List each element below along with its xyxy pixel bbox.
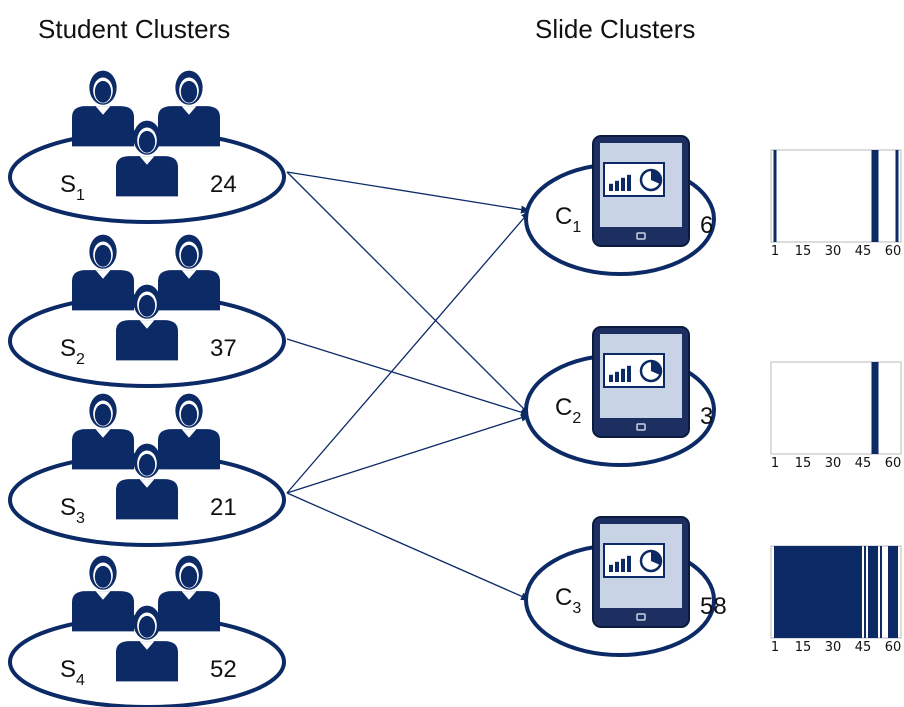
student-cluster-4: S4 52 — [8, 555, 286, 707]
person-icon — [72, 393, 134, 470]
student-cluster-count: 21 — [210, 494, 237, 521]
student-cluster-label: S2 — [60, 335, 85, 368]
barcode-tick-label: 15 — [795, 456, 812, 471]
barcode-stripe — [880, 546, 882, 638]
link-S3-C2 — [286, 413, 531, 494]
barcode-stripe — [875, 362, 879, 454]
student-group-icon — [72, 234, 220, 361]
barcode-stripe — [871, 362, 875, 454]
barcode-tick-label: 30 — [825, 244, 842, 259]
slide-barcode-1: 1 15 30 45 60 — [770, 149, 902, 259]
student-group-icon — [72, 70, 220, 197]
person-icon — [72, 70, 134, 147]
barcode-stripe — [774, 546, 862, 638]
barcode-stripe — [895, 150, 899, 242]
link-S3-C3 — [286, 492, 531, 601]
person-icon — [158, 70, 220, 147]
slide-cluster-3: C3 58 — [524, 516, 727, 657]
barcode-tick-label: 45 — [855, 244, 872, 259]
barcode-tick-label: 1 — [771, 244, 779, 259]
student-cluster-count: 37 — [210, 335, 237, 362]
student-clusters-header: Student Clusters — [38, 14, 230, 44]
slide-barcode-3: 1 15 30 45 60 — [770, 545, 902, 655]
student-cluster-3: S3 21 — [8, 393, 286, 547]
barcode-tick-label: 1 — [771, 640, 779, 655]
student-cluster-count: 52 — [210, 656, 237, 683]
slide-cluster-count: 6 — [700, 212, 713, 239]
slide-cluster-1: C1 6 — [524, 135, 716, 276]
slide-cluster-2: C2 3 — [524, 326, 716, 467]
barcode-frame — [770, 361, 902, 455]
barcode-stripe — [864, 546, 866, 638]
barcode-stripe — [873, 362, 877, 454]
barcode-stripe — [875, 150, 879, 242]
barcode-stripe — [871, 150, 875, 242]
links-layer — [286, 171, 531, 601]
student-cluster-count: 24 — [210, 171, 237, 198]
student-cluster-label: S4 — [60, 656, 85, 689]
person-icon — [158, 393, 220, 470]
person-icon — [116, 443, 178, 520]
person-icon — [72, 555, 134, 632]
person-icon — [158, 555, 220, 632]
barcode-tick-label: 15 — [795, 244, 812, 259]
person-icon — [158, 234, 220, 311]
student-group-icon — [72, 393, 220, 520]
student-group-icon — [72, 555, 220, 682]
link-S3-C1 — [286, 210, 531, 494]
barcode-tick-label: 30 — [825, 640, 842, 655]
barcode-stripe — [888, 546, 898, 638]
person-icon — [72, 234, 134, 311]
student-cluster-label: S1 — [60, 171, 85, 204]
barcode-stripe — [773, 150, 777, 242]
link-S2-C2 — [286, 338, 531, 417]
slide-cluster-count: 58 — [700, 593, 727, 620]
slide-cluster-label: C1 — [555, 203, 581, 236]
slide-cluster-label: C3 — [555, 584, 581, 617]
barcode-tick-label: 60 — [885, 456, 902, 471]
barcode-tick-label: 45 — [855, 456, 872, 471]
barcode-tick-label: 60 — [885, 244, 902, 259]
link-S1-C2 — [286, 171, 531, 416]
barcode-tick-label: 60 — [885, 640, 902, 655]
link-S1-C1 — [286, 171, 531, 214]
barcode-frame — [770, 149, 902, 243]
slide-cluster-label: C2 — [555, 394, 581, 427]
tablet-presentation-icon — [592, 326, 690, 438]
tablet-presentation-icon — [592, 135, 690, 247]
person-icon — [116, 605, 178, 682]
slide-cluster-count: 3 — [700, 403, 713, 430]
barcode-stripe — [873, 150, 877, 242]
barcode-stripe — [868, 546, 878, 638]
student-cluster-label: S3 — [60, 494, 85, 527]
person-icon — [116, 120, 178, 197]
slide-clusters-layer: C1 6C2 3C3 58 — [524, 135, 727, 657]
barcode-tick-label: 45 — [855, 640, 872, 655]
slide-barcode-2: 1 15 30 45 60 — [770, 361, 902, 471]
slide-barcodes-layer: 1 15 30 45 60 1 15 30 45 60 1 15 30 45 60 — [770, 149, 902, 655]
student-cluster-1: S1 24 — [8, 70, 286, 224]
person-icon — [116, 284, 178, 361]
barcode-tick-label: 15 — [795, 640, 812, 655]
tablet-presentation-icon — [592, 516, 690, 628]
barcode-tick-label: 1 — [771, 456, 779, 471]
barcode-tick-label: 30 — [825, 456, 842, 471]
student-cluster-2: S2 37 — [8, 234, 286, 388]
slide-clusters-header: Slide Clusters — [535, 14, 695, 44]
